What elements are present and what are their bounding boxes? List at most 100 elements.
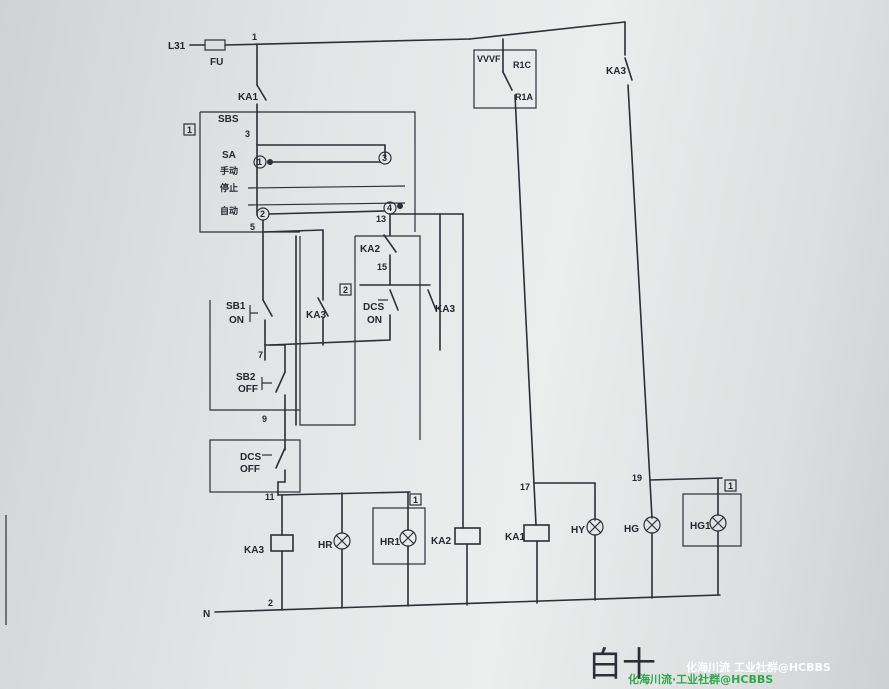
label-l31: L31 — [168, 41, 186, 52]
wire-vvvf-ka1 — [514, 94, 537, 526]
sa-auto-line — [268, 210, 385, 215]
lamp-hy-cross — [588, 520, 602, 534]
bus-11 — [277, 491, 411, 496]
tag-box-1a — [183, 123, 196, 136]
label-ka3-right: KA3 — [435, 304, 455, 315]
sb1-contact — [262, 299, 273, 317]
label-ka2-coil: KA2 — [431, 536, 451, 547]
label-dcs-on: DCS — [363, 302, 384, 313]
terminal-3 — [378, 151, 392, 165]
tag-box-2 — [339, 283, 352, 296]
label-hr1: HR1 — [380, 537, 400, 548]
node-11: 11 — [265, 492, 275, 502]
label-ka1-coil: KA1 — [505, 532, 525, 543]
label-sb2: SB2 — [236, 372, 256, 383]
tag-box-1b-text: 1 — [413, 495, 418, 505]
label-sa: SA — [222, 150, 236, 161]
terminal-1-text: 1 — [257, 157, 262, 167]
label-stop: 停止 — [220, 182, 238, 193]
dcs-on-contact — [389, 289, 399, 311]
node-9: 9 — [262, 414, 267, 424]
lamp-hg1-cross — [711, 516, 725, 530]
ka2-coil — [454, 527, 481, 545]
label-auto: 自动 — [220, 205, 238, 216]
wire-dcs-off-11 — [277, 469, 286, 496]
node-1: 1 — [252, 32, 257, 42]
tag-box-1b — [409, 493, 422, 506]
sa-auto-line-upper — [247, 202, 406, 206]
wire-ka3-19 — [627, 84, 653, 519]
ka3-coil — [270, 534, 294, 552]
tag-box-2-text: 2 — [343, 285, 348, 295]
terminal-3-text: 3 — [382, 153, 387, 163]
terminal-2-text: 2 — [260, 209, 265, 219]
wire-5-ka3 — [262, 229, 324, 233]
ka1-coil — [523, 524, 550, 542]
bus-19 — [649, 477, 723, 481]
watermark-right: 化海川流 工业社群@HCBBS — [686, 660, 831, 674]
node-2: 2 — [268, 598, 273, 608]
label-hg: HG — [624, 524, 639, 535]
terminal-1 — [253, 155, 267, 169]
label-sb1-on: ON — [229, 315, 244, 326]
node-15: 15 — [377, 262, 387, 272]
contact-dot-4 — [397, 203, 403, 209]
tag-box-1c — [724, 479, 737, 492]
ka2-contact — [383, 234, 397, 253]
hr1-box — [372, 507, 426, 565]
label-n: N — [203, 609, 210, 620]
node-7: 7 — [258, 350, 263, 360]
label-vvvf: VVVF — [477, 54, 501, 64]
node-19: 19 — [632, 473, 642, 483]
label-r1a: R1A — [515, 92, 534, 102]
tag-box-1a-text: 1 — [187, 125, 192, 135]
node-5: 5 — [250, 222, 255, 232]
hg1-box — [682, 493, 742, 547]
label-dcs-on-2: ON — [367, 315, 382, 326]
sb1-button-symbol — [249, 305, 258, 322]
label-sb1: SB1 — [226, 301, 246, 312]
ka3-mid-contact — [317, 297, 329, 317]
handwritten-note: 白十 — [588, 645, 656, 685]
sbs-lower-box — [209, 300, 300, 411]
label-sbs: SBS — [218, 114, 239, 125]
ka3-right-contact — [427, 289, 437, 311]
lamp-hg-cross — [645, 518, 659, 532]
label-ka1-contact: KA1 — [238, 92, 258, 103]
fuse-fu — [204, 39, 226, 51]
node-13: 13 — [376, 214, 386, 224]
sa-stop-line — [247, 185, 406, 189]
wire-dcs-to-7 — [269, 314, 391, 346]
sb2-button-symbol — [261, 377, 272, 390]
label-r1c: R1C — [513, 60, 532, 70]
sb2-contact — [275, 371, 286, 393]
dcs-off-box — [209, 439, 301, 493]
terminal-4-text: 4 — [387, 203, 392, 213]
label-dcs-off: DCS — [240, 452, 261, 463]
top-bus-wire — [224, 38, 471, 46]
lamp-hr-cross — [335, 534, 349, 548]
label-ka3-coil: KA3 — [244, 545, 264, 556]
lamp-hr1-cross — [401, 531, 415, 545]
label-ka2-contact: KA2 — [360, 244, 380, 255]
label-sb2-off: OFF — [238, 384, 258, 395]
label-manual: 手动 — [220, 165, 238, 176]
top-bus-wire-right — [469, 21, 626, 40]
r1-contact — [502, 71, 513, 91]
neutral-bus — [214, 594, 721, 613]
label-ka3-top: KA3 — [606, 66, 626, 77]
ka1-contact — [256, 84, 267, 101]
vvvf-box — [473, 49, 537, 109]
dcs-off-contact — [275, 447, 286, 469]
label-hg1: HG1 — [690, 521, 711, 532]
label-ka3-mid: KA3 — [306, 310, 326, 321]
tag-box-1c-text: 1 — [728, 481, 733, 491]
ka3-top-contact — [624, 57, 633, 81]
label-dcs-off-2: OFF — [240, 464, 260, 475]
label-hr: HR — [318, 540, 333, 551]
watermark-left: 化海川流·工业社群@HCBBS — [628, 672, 773, 686]
contact-dot-1 — [267, 159, 273, 165]
label-hy: HY — [571, 525, 585, 536]
